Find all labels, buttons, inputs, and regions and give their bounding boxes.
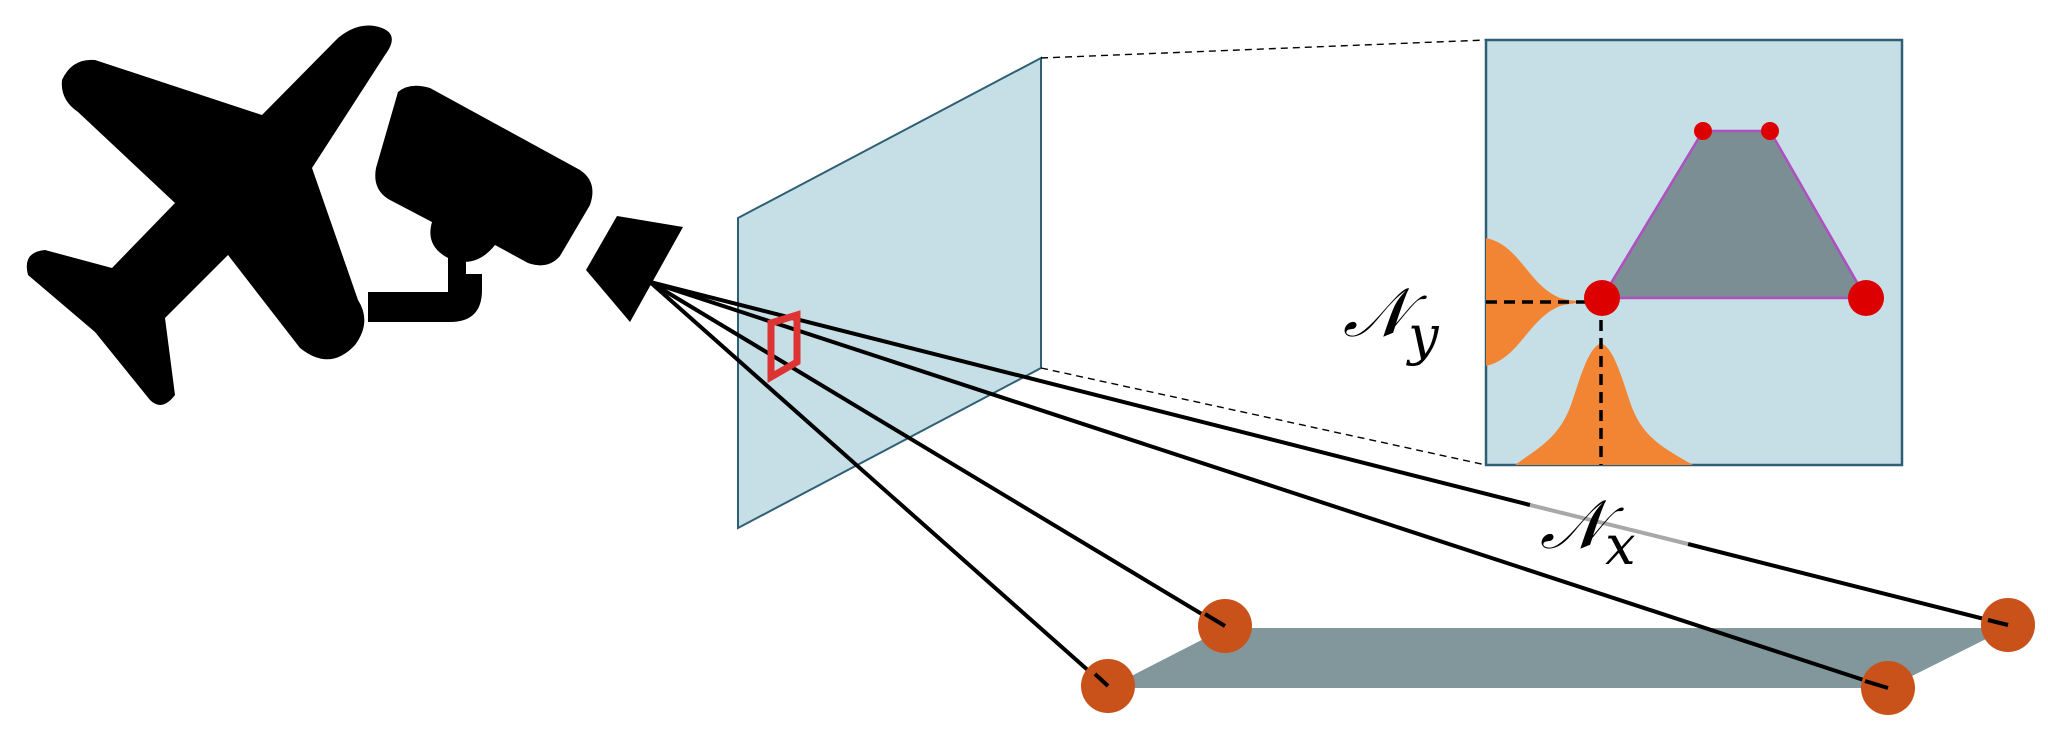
- projected-object-outline: [767, 310, 801, 384]
- inset-keypoint-small: [1761, 122, 1779, 140]
- ray-1: [648, 280, 1110, 690]
- image-plane: [737, 56, 1042, 530]
- inset-keypoint-large: [1584, 280, 1620, 316]
- label-n-y: 𝒩y: [1343, 274, 1440, 367]
- inset-keypoint-large: [1848, 280, 1884, 316]
- ray-4b: [1687, 542, 2009, 627]
- label-n-y-subscript: y: [1406, 304, 1440, 367]
- inset-panel: [1484, 38, 1904, 467]
- keypoint-ray-ends: [1093, 612, 2009, 690]
- gaussian-x: [1515, 343, 1693, 465]
- ray-2: [648, 280, 1227, 630]
- ray-3: [649, 280, 1889, 690]
- zoom-connector-bottom: [1040, 367, 1487, 466]
- label-n-x-subscript: x: [1605, 514, 1635, 577]
- ray-4-label-gap: [1529, 503, 1689, 546]
- ground-plane: [1108, 628, 2008, 688]
- airplane-icon: [26, 25, 392, 405]
- security-camera-icon: [368, 85, 683, 322]
- zoom-connector-top: [1040, 39, 1487, 59]
- inset-keypoint-small: [1694, 122, 1712, 140]
- label-n-x: 𝒩x: [1540, 486, 1636, 577]
